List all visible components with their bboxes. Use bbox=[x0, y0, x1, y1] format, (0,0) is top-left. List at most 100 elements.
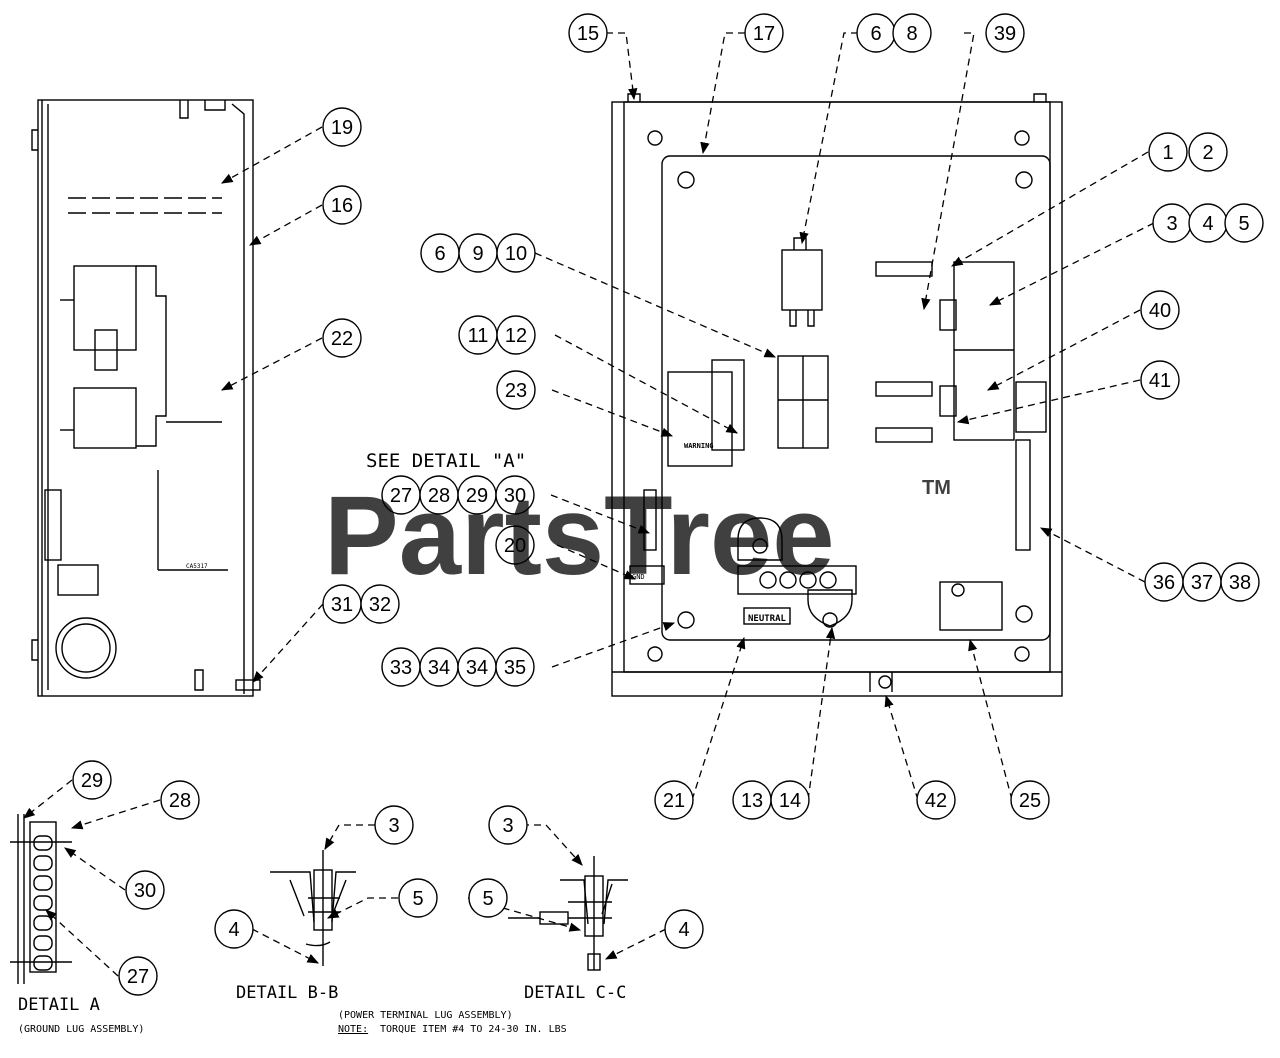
svg-text:34: 34 bbox=[466, 657, 488, 679]
callout-11: 11 bbox=[458, 315, 498, 355]
callout-29b: 29 bbox=[72, 760, 112, 800]
detail-cc-drawing bbox=[508, 856, 628, 971]
callout-5c: 5 bbox=[468, 878, 508, 918]
callout-40: 40 bbox=[1140, 290, 1180, 330]
svg-text:36: 36 bbox=[1153, 572, 1175, 594]
note-text: TORQUE ITEM #4 TO 24-30 IN. LBS bbox=[380, 1024, 567, 1035]
callout-4: 4 bbox=[1188, 203, 1228, 243]
see-detail-label: SEE DETAIL "A" bbox=[366, 450, 526, 472]
callout-20: 20 bbox=[495, 525, 535, 565]
callout-42: 42 bbox=[916, 780, 956, 820]
callout-6b: 6 bbox=[420, 233, 460, 273]
svg-text:4: 4 bbox=[678, 919, 689, 941]
callout-33: 33 bbox=[381, 647, 421, 687]
callout-37: 37 bbox=[1182, 562, 1222, 602]
callout-13: 13 bbox=[732, 780, 772, 820]
svg-text:11: 11 bbox=[468, 325, 489, 347]
svg-text:41: 41 bbox=[1149, 370, 1171, 392]
detail-a-subtitle: (GROUND LUG ASSEMBLY) bbox=[18, 1024, 144, 1035]
detail-bb-drawing bbox=[270, 850, 356, 966]
svg-text:17: 17 bbox=[753, 23, 775, 45]
detail-a-title: DETAIL A bbox=[18, 995, 100, 1015]
warning-label: WARNING bbox=[684, 442, 714, 450]
svg-text:5: 5 bbox=[412, 888, 423, 910]
svg-text:27: 27 bbox=[127, 966, 149, 988]
callout-4c: 4 bbox=[664, 909, 704, 949]
part-code-label: CA5317 bbox=[186, 563, 208, 570]
svg-text:15: 15 bbox=[577, 23, 599, 45]
callout-6: 6 bbox=[856, 13, 896, 53]
watermark-text: PartsTree bbox=[324, 473, 835, 598]
callout-5: 5 bbox=[1224, 203, 1264, 243]
side-view bbox=[31, 99, 261, 697]
svg-text:25: 25 bbox=[1019, 790, 1041, 812]
callout-15: 15 bbox=[568, 13, 608, 53]
detail-a-drawing bbox=[10, 814, 72, 984]
svg-text:4: 4 bbox=[1202, 213, 1213, 235]
callout-8: 8 bbox=[892, 13, 932, 53]
callout-5b: 5 bbox=[398, 878, 438, 918]
svg-text:14: 14 bbox=[779, 790, 801, 812]
svg-text:3: 3 bbox=[502, 815, 513, 837]
svg-text:27: 27 bbox=[390, 485, 412, 507]
svg-text:30: 30 bbox=[134, 880, 156, 902]
svg-text:23: 23 bbox=[505, 380, 527, 402]
svg-text:1: 1 bbox=[1162, 142, 1173, 164]
svg-text:6: 6 bbox=[434, 243, 445, 265]
svg-text:13: 13 bbox=[741, 790, 763, 812]
svg-text:22: 22 bbox=[331, 328, 353, 350]
callout-21: 21 bbox=[654, 780, 694, 820]
svg-text:2: 2 bbox=[1202, 142, 1213, 164]
callout-30: 30 bbox=[495, 475, 535, 515]
svg-text:4: 4 bbox=[228, 919, 239, 941]
svg-text:30: 30 bbox=[504, 485, 526, 507]
svg-text:29: 29 bbox=[466, 485, 488, 507]
svg-text:20: 20 bbox=[504, 535, 526, 557]
svg-text:35: 35 bbox=[504, 657, 526, 679]
callout-12: 12 bbox=[496, 315, 536, 355]
callout-9: 9 bbox=[458, 233, 498, 273]
svg-text:3: 3 bbox=[388, 815, 399, 837]
callout-39: 39 bbox=[985, 13, 1025, 53]
callout-28b: 28 bbox=[160, 780, 200, 820]
callout-3: 3 bbox=[1152, 203, 1192, 243]
gnd-label: GND bbox=[632, 573, 645, 581]
callout-10: 10 bbox=[496, 233, 536, 273]
callout-1: 1 bbox=[1148, 132, 1188, 172]
svg-text:39: 39 bbox=[994, 23, 1016, 45]
callout-38: 38 bbox=[1220, 562, 1260, 602]
callout-16: 16 bbox=[322, 185, 362, 225]
callout-23: 23 bbox=[496, 370, 536, 410]
svg-text:33: 33 bbox=[390, 657, 412, 679]
callout-25: 25 bbox=[1010, 780, 1050, 820]
callout-35: 35 bbox=[495, 647, 535, 687]
watermark-tm: TM bbox=[922, 477, 951, 499]
svg-text:16: 16 bbox=[331, 195, 353, 217]
svg-text:32: 32 bbox=[369, 594, 391, 616]
callout-19: 19 bbox=[322, 107, 362, 147]
svg-text:3: 3 bbox=[1166, 213, 1177, 235]
detail-bb-title: DETAIL B-B bbox=[236, 983, 338, 1003]
callout-3c: 3 bbox=[488, 805, 528, 845]
callouts: 15 17 6 8 39 19 16 22 1 2 3 4 5 40 41 6 … bbox=[72, 13, 1264, 996]
callout-2: 2 bbox=[1188, 132, 1228, 172]
svg-text:10: 10 bbox=[505, 243, 527, 265]
callout-17: 17 bbox=[744, 13, 784, 53]
svg-text:28: 28 bbox=[169, 790, 191, 812]
svg-text:9: 9 bbox=[472, 243, 483, 265]
svg-text:6: 6 bbox=[870, 23, 881, 45]
callout-30b: 30 bbox=[125, 870, 165, 910]
svg-text:37: 37 bbox=[1191, 572, 1213, 594]
power-lug-label: (POWER TERMINAL LUG ASSEMBLY) bbox=[338, 1010, 513, 1021]
callout-14: 14 bbox=[770, 780, 810, 820]
callout-3b: 3 bbox=[374, 805, 414, 845]
detail-cc-title: DETAIL C-C bbox=[524, 983, 626, 1003]
leader-lines bbox=[23, 32, 1155, 977]
svg-text:5: 5 bbox=[482, 888, 493, 910]
callout-22: 22 bbox=[322, 318, 362, 358]
callout-28: 28 bbox=[419, 475, 459, 515]
note-label: NOTE: bbox=[338, 1024, 368, 1035]
callout-4b: 4 bbox=[214, 909, 254, 949]
svg-text:5: 5 bbox=[1238, 213, 1249, 235]
svg-text:12: 12 bbox=[505, 325, 527, 347]
